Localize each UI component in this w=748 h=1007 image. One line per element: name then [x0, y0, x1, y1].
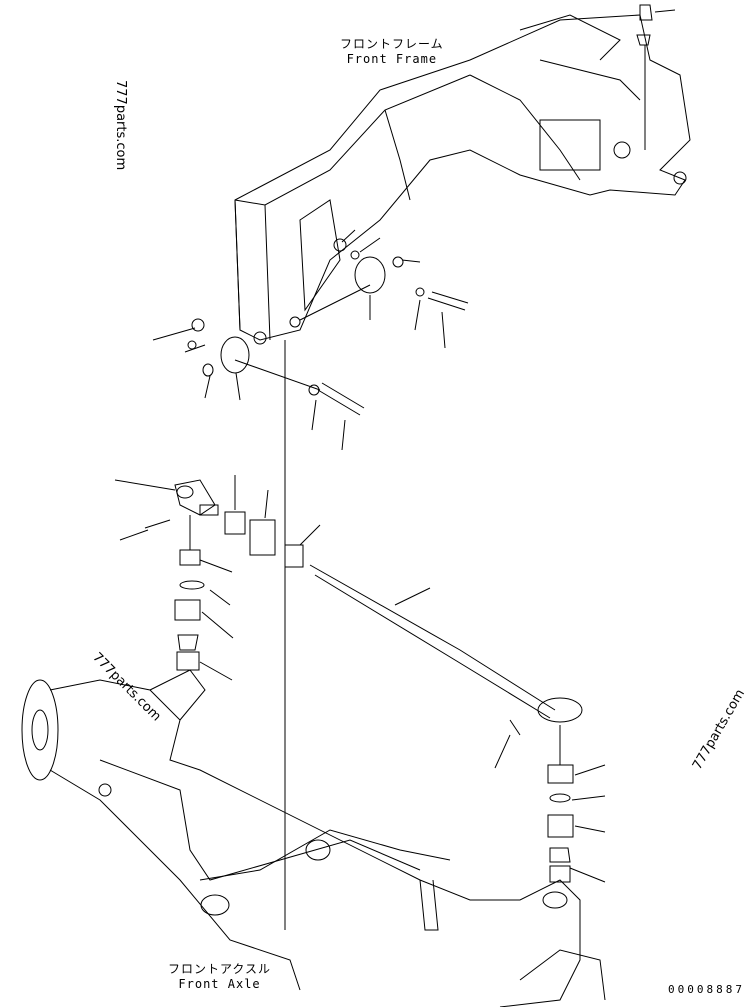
front-axle-label-en: Front Axle — [178, 977, 261, 991]
front-axle-label-jp: フロントアクスル — [168, 962, 272, 976]
front-axle-label: フロントアクスル Front Axle — [168, 962, 271, 992]
drawing-number: 00008887 — [668, 983, 745, 996]
front-frame-label-jp: フロントフレーム — [340, 37, 444, 51]
watermark: 777parts.com — [113, 80, 128, 171]
front-frame-label: フロントフレーム Front Frame — [340, 37, 444, 67]
front-frame-drawing — [234, 14, 691, 345]
front-frame-label-en: Front Frame — [346, 52, 438, 66]
front-axle-drawing — [21, 669, 606, 1007]
leader-lines — [114, 9, 676, 930]
steering-cylinder-parts — [144, 4, 653, 883]
